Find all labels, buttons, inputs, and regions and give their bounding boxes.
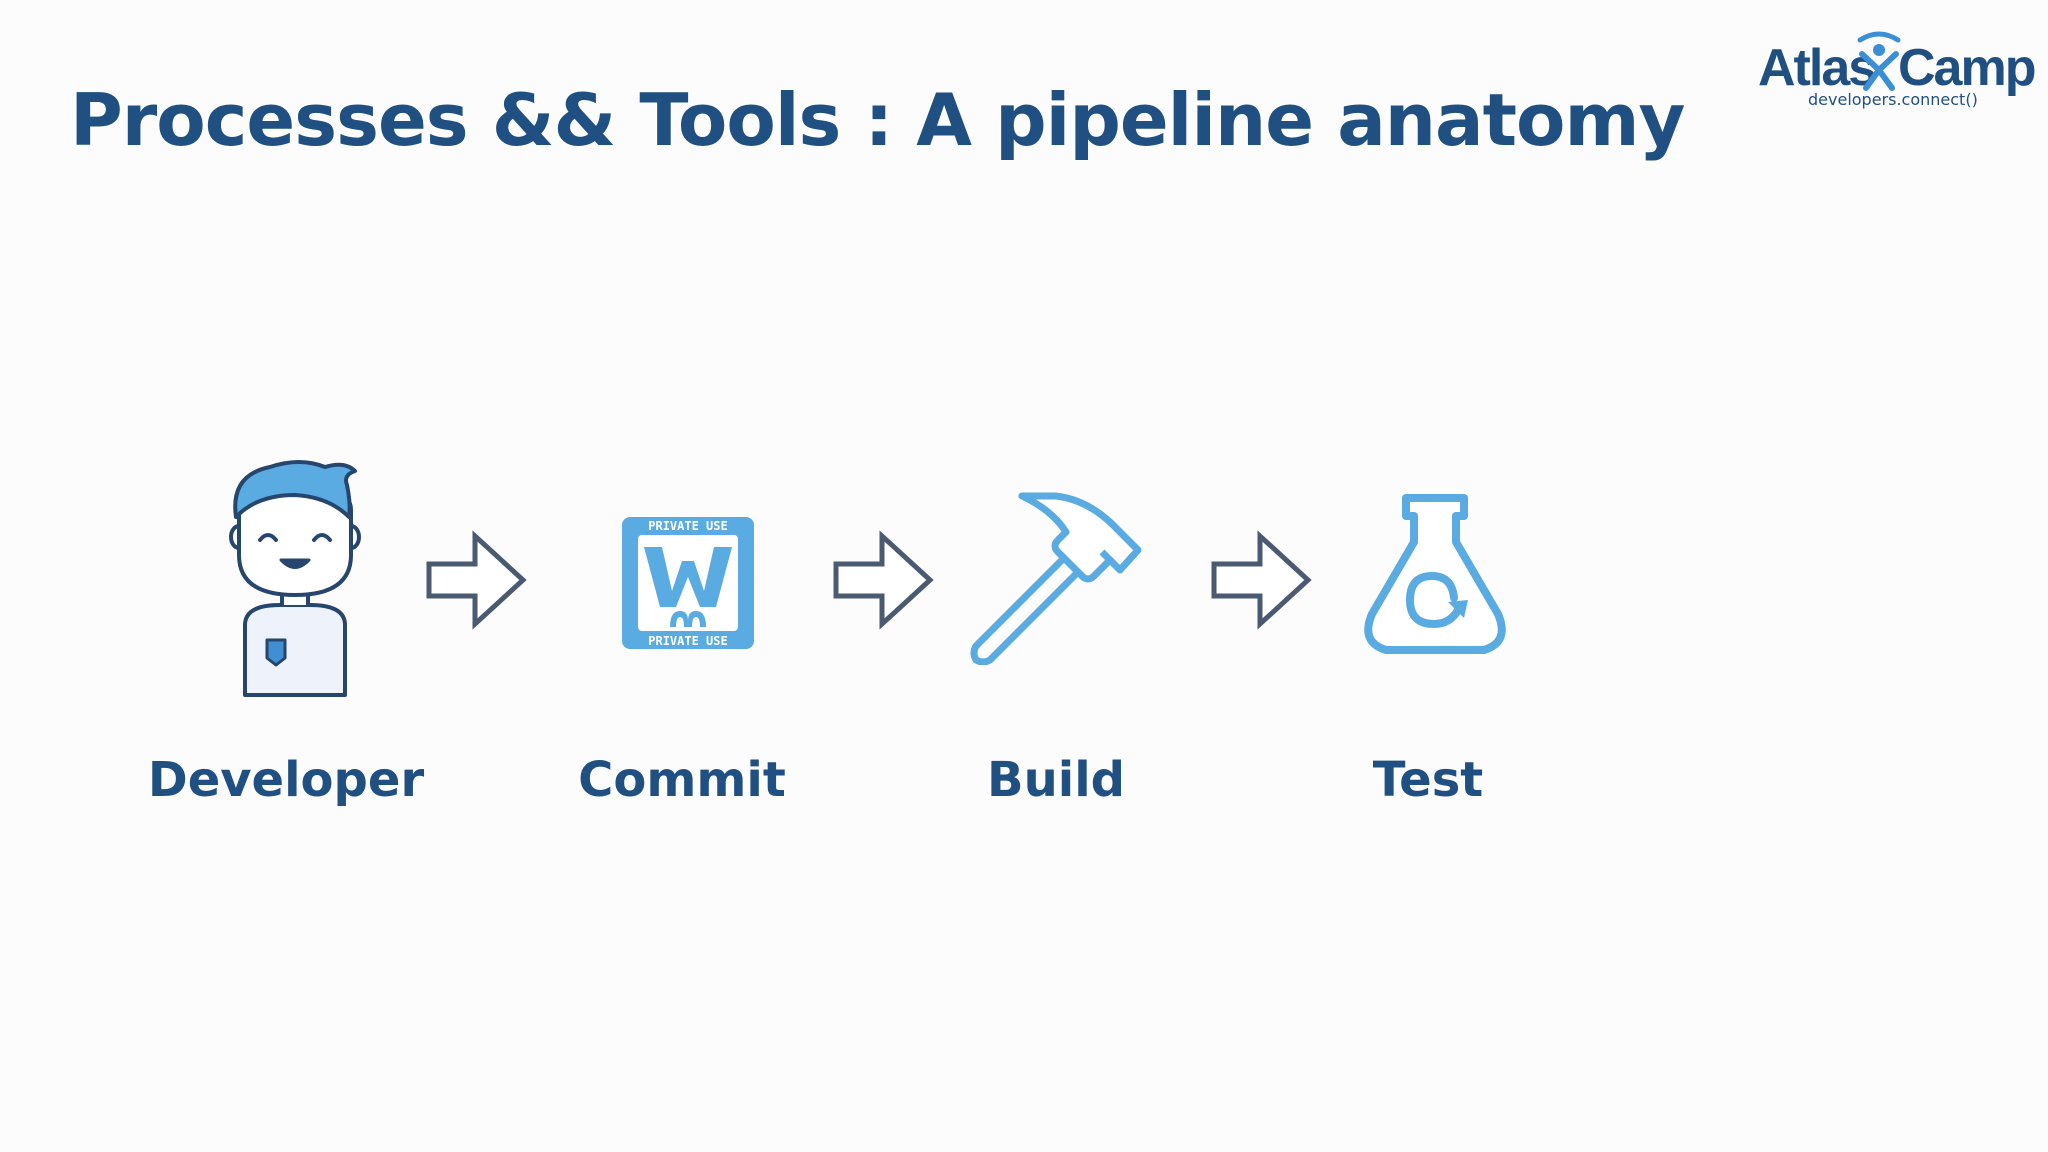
arrow-right-icon <box>426 530 527 630</box>
slide-title: Processes && Tools : A pipeline anatomy <box>70 78 1685 162</box>
atlascamp-logo: Atlas Camp developers.connect() <box>1748 20 2038 120</box>
stage-label-commit: Commit <box>578 752 786 808</box>
flask-icon <box>1364 494 1506 654</box>
stage-label-developer: Developer <box>147 752 425 808</box>
hammer-icon <box>970 492 1142 665</box>
arrow-right-icon <box>833 530 934 630</box>
logo-brand-left: Atlas <box>1758 39 1877 97</box>
version-control-badge-icon: PRIVATE USE PRIVATE USE <box>622 517 754 649</box>
logo-tagline: developers.connect() <box>1808 90 1978 109</box>
badge-top-text: PRIVATE USE <box>648 519 727 533</box>
stage-label-build: Build <box>986 752 1126 808</box>
logo-brand-right: Camp <box>1898 39 2036 97</box>
badge-bottom-text: PRIVATE USE <box>648 634 727 648</box>
arrow-right-icon <box>1211 530 1312 630</box>
stage-label-test: Test <box>1372 752 1484 808</box>
developer-person-icon <box>229 460 361 697</box>
logo-figure-icon <box>1857 31 1901 91</box>
